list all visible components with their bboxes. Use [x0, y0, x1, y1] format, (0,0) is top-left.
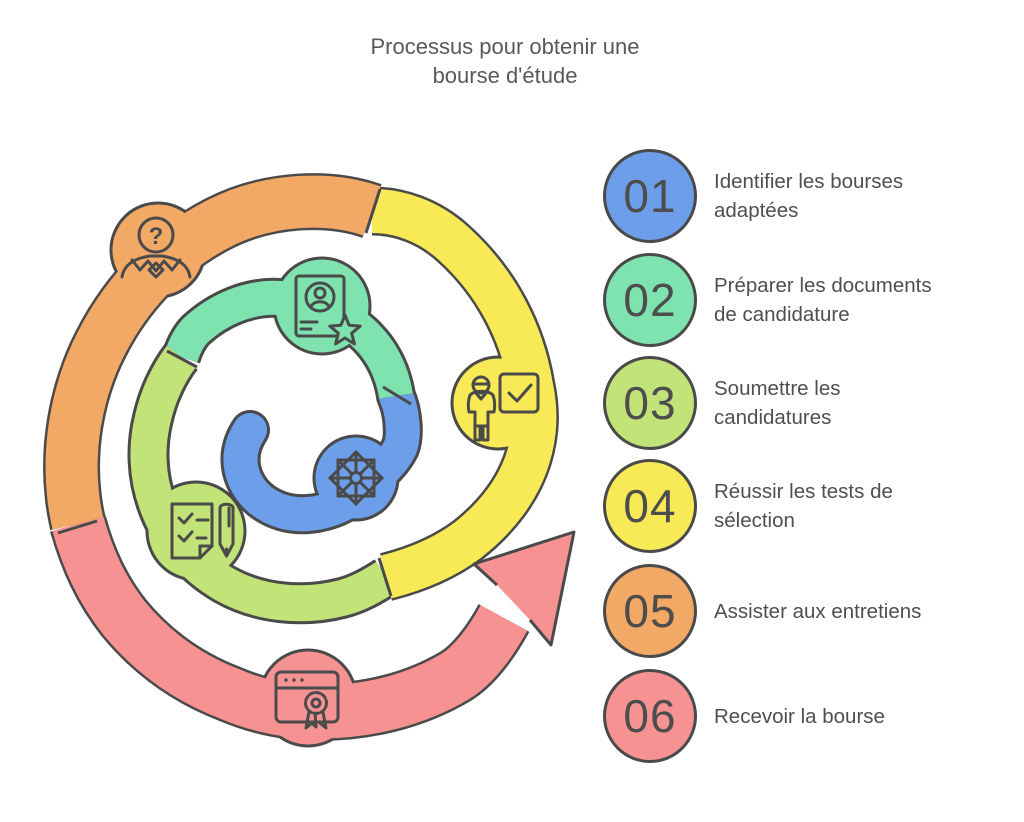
step-label: Recevoir la bourse [714, 704, 885, 728]
compass-rosette-icon [328, 450, 384, 506]
arrow-head [472, 530, 576, 647]
title-line-1: Processus pour obtenir une [370, 34, 640, 59]
step-number: 06 [623, 690, 677, 742]
legend-item-4: 04 Réussir les tests de sélection [603, 459, 956, 553]
step-label: Assister aux entretiens [714, 599, 922, 623]
svg-text:?: ? [149, 223, 164, 250]
legend-item-2: 02 Préparer les documents de candidature [603, 253, 956, 347]
step-number-badge: 03 [603, 356, 697, 450]
legend-item-6: 06 Recevoir la bourse [603, 669, 885, 763]
spiral-segment-1-blue [220, 376, 423, 535]
step-number: 01 [623, 170, 677, 222]
spiral-segment-5-orange [43, 173, 382, 531]
step-label: Préparer les documents de candidature [714, 274, 932, 326]
checklist-pen-icon [170, 502, 235, 560]
id-card-star-icon [294, 274, 362, 346]
browser-award-icon [274, 670, 340, 730]
step-number: 04 [623, 480, 677, 532]
spiral-segment-2-teal [162, 256, 416, 400]
step-label: Identifier les bourses adaptées [714, 170, 904, 222]
step-number-badge: 02 [603, 253, 697, 347]
step-number-badge: 01 [603, 149, 697, 243]
user-question-icon: ? [120, 216, 192, 279]
segment-boundaries [57, 188, 412, 597]
step-number: 03 [623, 377, 677, 429]
step-number-badge: 06 [603, 669, 697, 763]
person-checkboard-icon [466, 372, 540, 442]
legend-item-1: 01 Identifier les bourses adaptées [603, 149, 956, 243]
step-label: Soumettre les candidatures [714, 377, 841, 429]
step-number: 05 [623, 585, 677, 637]
step-label: Réussir les tests de sélection [714, 480, 893, 532]
page-title: Processus pour obtenir une bourse d'étud… [0, 32, 1010, 90]
step-number: 02 [623, 274, 677, 326]
step-number-badge: 04 [603, 459, 697, 553]
legend-item-3: 03 Soumettre les candidatures [603, 356, 956, 450]
title-line-2: bourse d'étude [432, 63, 578, 88]
spiral-segment-6-red [50, 515, 576, 748]
step-number-badge: 05 [603, 564, 697, 658]
legend-item-5: 05 Assister aux entretiens [603, 564, 921, 658]
